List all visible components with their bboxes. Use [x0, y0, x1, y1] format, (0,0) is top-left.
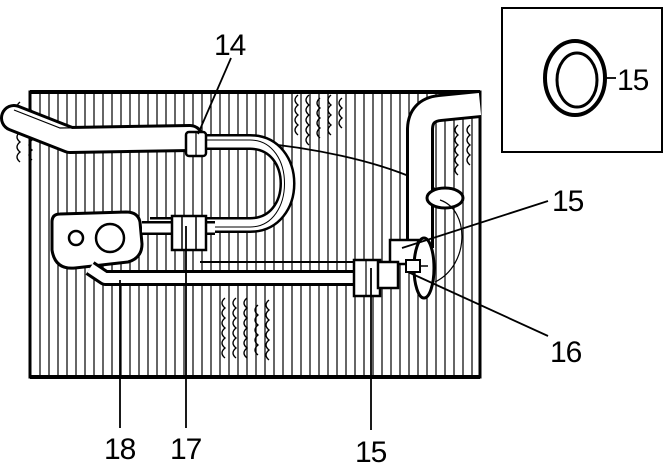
right-pipe: [406, 90, 482, 248]
flange-bolt-hole: [67, 229, 85, 247]
callout-15-lower: 15: [355, 436, 387, 469]
lower-pipe: [85, 261, 365, 286]
outlet-pipe: [0, 104, 204, 154]
flange-plate: [50, 210, 144, 270]
inset-box: [501, 7, 663, 153]
connector-15-lower: [352, 258, 400, 298]
connector-14: [184, 130, 208, 158]
connector-17: [170, 214, 208, 252]
leader-lines: [119, 57, 616, 430]
callout-15-inset: 15: [617, 64, 649, 97]
o-ring-inner: [555, 51, 599, 109]
sensing-bulb: [425, 186, 465, 210]
callout-14: 14: [214, 29, 246, 62]
valve-outline: [434, 199, 463, 283]
flange-port: [94, 222, 126, 254]
callout-18: 18: [104, 433, 136, 466]
expansion-valve: [388, 236, 436, 300]
callout-15-upper: 15: [552, 185, 584, 218]
callout-17: 17: [170, 433, 202, 466]
fin-zigzags: [16, 94, 472, 361]
callout-16: 16: [550, 336, 582, 369]
u-bend-tube: [150, 134, 296, 233]
